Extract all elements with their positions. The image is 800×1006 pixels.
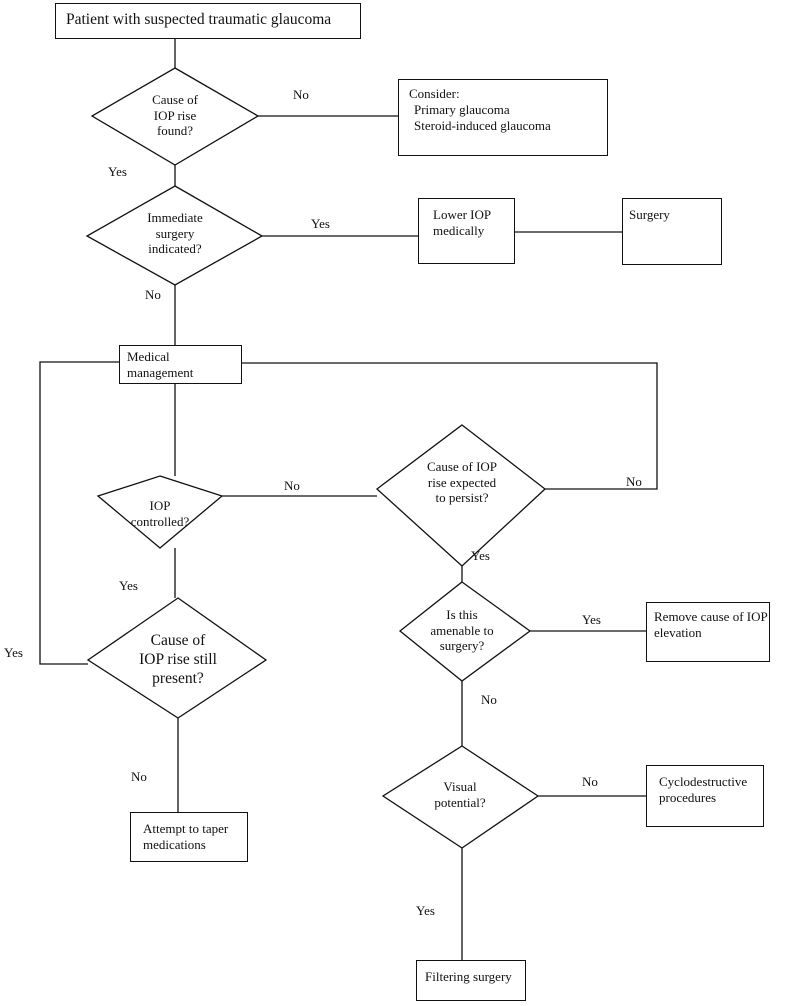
medical-management-line: Medical — [127, 349, 170, 364]
amenable-line: amenable to — [430, 622, 494, 638]
cause-found-line: found? — [156, 123, 194, 138]
decision-cause-found-diamond — [90, 67, 260, 166]
amenable-line: Is this — [446, 607, 478, 622]
taper-line: medications — [143, 837, 206, 852]
consider-box: Consider: Primary glaucoma Steroid-induc… — [398, 79, 608, 156]
lower-iop-line: Lower IOP — [433, 207, 492, 222]
still-present-yes-label: Yes — [4, 645, 23, 660]
cyclodestructive-box: Cyclodestructive procedures — [646, 765, 764, 827]
connector — [242, 362, 658, 490]
filtering-surgery-text: Filtering surgery — [425, 969, 512, 984]
consider-title: Consider: — [409, 86, 460, 101]
taper-line: Attempt to taper — [143, 821, 229, 836]
cause-found-no-label: No — [293, 87, 309, 102]
amenable-line: surgery? — [439, 638, 485, 653]
amenable-no-label: No — [481, 692, 497, 707]
consider-item: Steroid-induced glaucoma — [414, 118, 551, 133]
immediate-surgery-line: Immediate — [147, 210, 203, 225]
iop-controlled-no-label: No — [284, 478, 300, 493]
still-present-line: Cause of — [150, 632, 206, 649]
medical-management-line: management — [127, 365, 194, 380]
still-present-line: IOP rise still — [139, 651, 217, 668]
visual-potential-yes-label: Yes — [416, 903, 435, 918]
remove-cause-box: Remove cause of IOP elevation — [646, 602, 770, 662]
decision-visual-potential-diamond — [381, 745, 540, 849]
start-node: Patient with suspected traumatic glaucom… — [55, 3, 361, 39]
immediate-surgery-line: surgery — [155, 225, 195, 241]
taper-box: Attempt to taper medications — [130, 812, 248, 862]
amenable-text: Is this amenable to surgery? — [412, 607, 512, 654]
still-present-no-label: No — [131, 769, 147, 784]
expected-persist-text: Cause of IOP rise expected to persist? — [397, 459, 527, 506]
visual-potential-no-label: No — [582, 774, 598, 789]
remove-cause-line: elevation — [654, 625, 702, 640]
decision-expected-persist-diamond — [375, 424, 547, 567]
cyclodestructive-line: procedures — [659, 790, 717, 805]
surgery-box: Surgery — [622, 198, 722, 265]
visual-potential-text: Visual potential? — [410, 779, 510, 810]
cause-found-line: IOP rise — [153, 107, 197, 123]
filtering-surgery-box: Filtering surgery — [416, 960, 526, 1001]
immediate-surgery-yes-label: Yes — [311, 216, 330, 231]
decision-immediate-surgery-diamond — [85, 185, 264, 286]
iop-controlled-yes-label: Yes — [119, 578, 138, 593]
amenable-yes-label: Yes — [582, 612, 601, 627]
cause-found-yes-label: Yes — [108, 164, 127, 179]
start-node-text: Patient with suspected traumatic glaucom… — [66, 11, 332, 28]
decision-iop-controlled-diamond — [96, 475, 224, 549]
decision-amenable-diamond — [398, 581, 532, 682]
immediate-surgery-no-label: No — [145, 287, 161, 302]
iop-controlled-line: IOP — [149, 498, 171, 513]
iop-controlled-line: controlled? — [130, 513, 190, 529]
visual-potential-line: Visual — [443, 779, 477, 794]
cause-found-text: Cause of IOP rise found? — [115, 92, 235, 139]
visual-potential-line: potential? — [434, 794, 486, 810]
lower-iop-box: Lower IOP medically — [418, 198, 515, 264]
cause-found-line: Cause of — [152, 92, 198, 107]
remove-cause-line: Remove cause of IOP — [654, 609, 768, 624]
immediate-surgery-line: indicated? — [148, 241, 202, 256]
surgery-text: Surgery — [629, 207, 670, 222]
still-present-text: Cause of IOP rise still present? — [103, 631, 253, 688]
lower-iop-line: medically — [433, 223, 485, 238]
immediate-surgery-text: Immediate surgery indicated? — [115, 210, 235, 257]
expected-persist-yes-label: Yes — [471, 548, 490, 563]
expected-persist-line: Cause of IOP — [426, 459, 498, 474]
consider-item: Primary glaucoma — [414, 102, 510, 117]
connector — [39, 361, 119, 665]
expected-persist-line: to persist? — [435, 490, 489, 505]
decision-still-present-diamond — [86, 597, 268, 719]
medical-management-box: Medical management — [119, 345, 242, 384]
iop-controlled-text: IOP controlled? — [110, 498, 210, 529]
still-present-line: present? — [152, 670, 204, 687]
cyclodestructive-line: Cyclodestructive — [659, 774, 748, 789]
expected-persist-line: rise expected — [427, 474, 497, 490]
expected-persist-no-label: No — [626, 474, 642, 489]
